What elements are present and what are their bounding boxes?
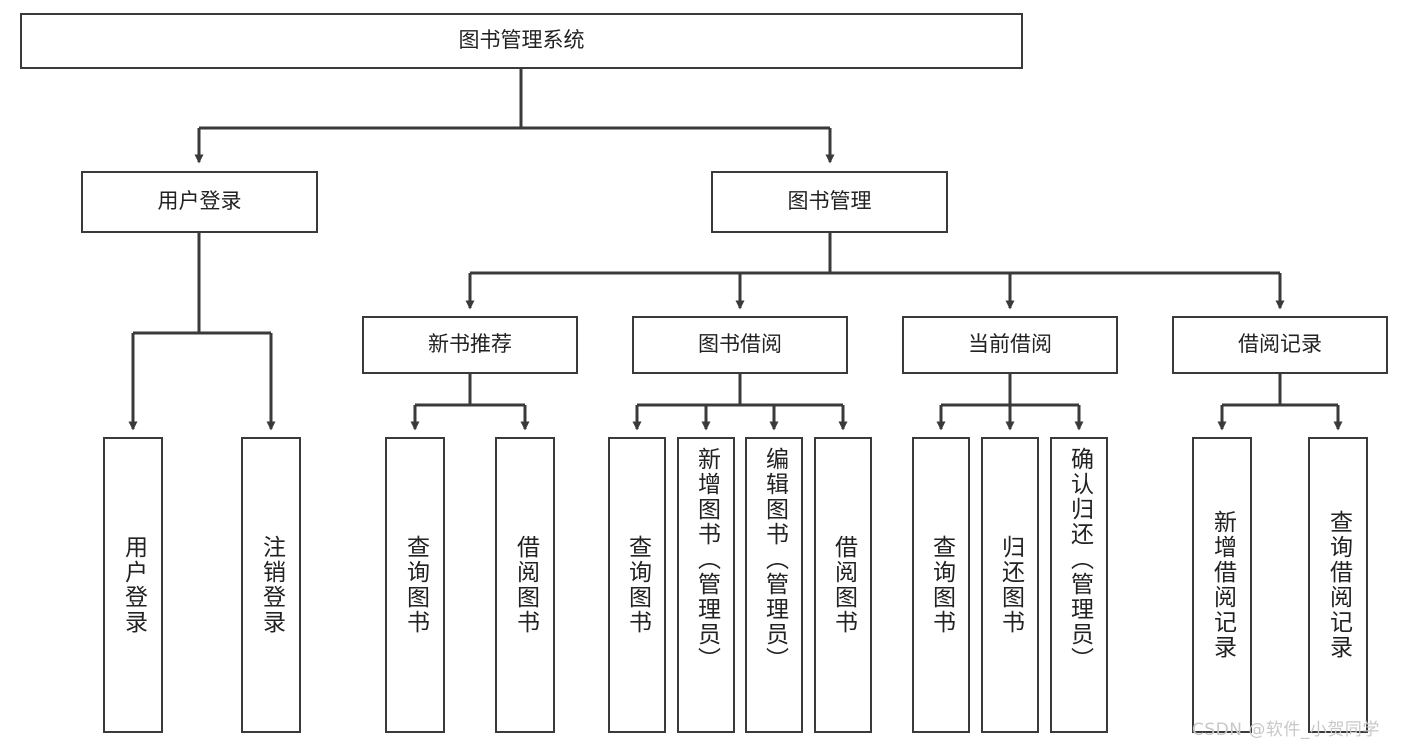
leaf-borrow-record-add-label: 新增借阅记录 — [1209, 510, 1236, 660]
node-user-login[interactable]: 用户登录 — [81, 171, 318, 233]
leaf-book-borrow-edit[interactable]: 编辑图书（管理员） — [745, 437, 803, 733]
node-book-borrow[interactable]: 图书借阅 — [632, 316, 848, 374]
node-current-borrow[interactable]: 当前借阅 — [902, 316, 1118, 374]
leaf-current-borrow-confirm[interactable]: 确认归还（管理员） — [1050, 437, 1108, 733]
leaf-user-login-logout-label: 注销登录 — [258, 535, 285, 635]
watermark-text: CSDN @软件_小贺同学 — [1192, 720, 1380, 740]
leaf-book-borrow-edit-label: 编辑图书（管理员） — [761, 447, 788, 672]
leaf-current-borrow-confirm-label: 确认归还（管理员） — [1066, 447, 1093, 672]
leaf-current-borrow-query[interactable]: 查询图书 — [912, 437, 970, 733]
leaf-book-borrow-query[interactable]: 查询图书 — [608, 437, 666, 733]
node-current-borrow-label: 当前借阅 — [968, 332, 1052, 357]
leaf-current-borrow-query-label: 查询图书 — [928, 535, 955, 635]
leaf-book-borrow-borrow[interactable]: 借阅图书 — [814, 437, 872, 733]
leaf-book-borrow-borrow-label: 借阅图书 — [830, 535, 857, 635]
node-book-borrow-label: 图书借阅 — [698, 332, 782, 357]
node-root[interactable]: 图书管理系统 — [20, 13, 1023, 69]
node-user-login-label: 用户登录 — [157, 189, 242, 214]
leaf-new-book-borrow[interactable]: 借阅图书 — [495, 437, 555, 733]
leaf-new-book-query-label: 查询图书 — [402, 535, 429, 635]
node-new-book-recommend[interactable]: 新书推荐 — [362, 316, 578, 374]
leaf-user-login-login[interactable]: 用户登录 — [103, 437, 163, 733]
leaf-book-borrow-query-label: 查询图书 — [624, 535, 651, 635]
node-book-manage-label: 图书管理 — [787, 189, 872, 214]
leaf-current-borrow-return[interactable]: 归还图书 — [981, 437, 1039, 733]
node-root-label: 图书管理系统 — [458, 28, 585, 53]
node-borrow-record[interactable]: 借阅记录 — [1172, 316, 1388, 374]
leaf-new-book-query[interactable]: 查询图书 — [385, 437, 445, 733]
leaf-new-book-borrow-label: 借阅图书 — [512, 535, 539, 635]
node-new-book-recommend-label: 新书推荐 — [428, 332, 512, 357]
leaf-current-borrow-return-label: 归还图书 — [997, 535, 1024, 635]
leaf-borrow-record-query-label: 查询借阅记录 — [1325, 510, 1352, 660]
leaf-borrow-record-add[interactable]: 新增借阅记录 — [1192, 437, 1252, 733]
leaf-user-login-logout[interactable]: 注销登录 — [241, 437, 301, 733]
node-book-manage[interactable]: 图书管理 — [711, 171, 948, 233]
node-borrow-record-label: 借阅记录 — [1238, 332, 1322, 357]
leaf-borrow-record-query[interactable]: 查询借阅记录 — [1308, 437, 1368, 733]
leaf-book-borrow-add[interactable]: 新增图书（管理员） — [677, 437, 735, 733]
leaf-book-borrow-add-label: 新增图书（管理员） — [693, 447, 720, 672]
leaf-user-login-login-label: 用户登录 — [120, 535, 147, 635]
